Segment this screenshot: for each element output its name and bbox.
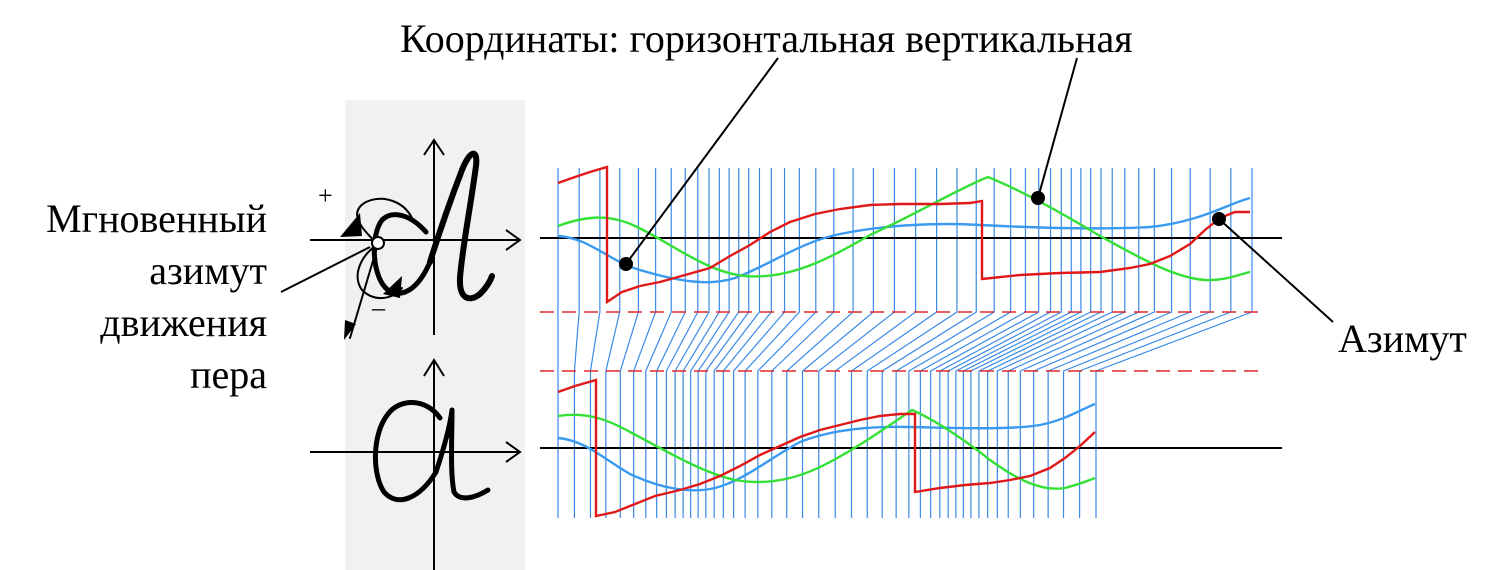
sample-line [978, 168, 1102, 518]
bottom-azimuth-curve [557, 378, 1096, 518]
sample-line [705, 168, 750, 518]
sample-line [1033, 168, 1173, 518]
sample-line [786, 168, 854, 518]
azimuth-pointer-line [1218, 218, 1334, 323]
plus-sign-label: + [318, 181, 333, 210]
sample-line [970, 168, 1092, 518]
sample-line [908, 168, 1012, 518]
sample-line [697, 168, 740, 518]
sample-line [633, 168, 657, 518]
bottom-letter-axes [310, 358, 522, 570]
sample-line [818, 168, 895, 518]
sample-line [987, 168, 1113, 518]
sample-line [656, 168, 686, 518]
top-azimuth-curve [557, 165, 1250, 305]
minus-sign-label: – [371, 293, 386, 322]
sample-line [744, 168, 800, 518]
sample-line [674, 168, 710, 518]
instant-azimuth-label-line-3: движения [100, 300, 267, 345]
sample-line [834, 168, 917, 518]
direction-arrowhead [344, 320, 356, 340]
sample-line [619, 168, 640, 518]
instant-azimuth-pointer-line [280, 246, 371, 293]
sample-line [589, 168, 601, 518]
sample-line [930, 168, 1040, 518]
sample-line [771, 168, 835, 518]
instant-azimuth-label-line-1: Мгновенный [46, 196, 267, 241]
sample-line [1095, 168, 1253, 518]
sample-line [962, 168, 1082, 518]
sample-line [1062, 168, 1211, 518]
sample-line [919, 168, 1027, 518]
sample-line [605, 168, 621, 518]
top-vertical-coordinate-curve [557, 175, 1251, 282]
sample-line [1007, 168, 1140, 518]
sample-line [947, 168, 1062, 518]
sample-line [996, 168, 1126, 518]
sample-line [801, 168, 874, 518]
bottom-horizontal-coordinate-curve [557, 402, 1096, 492]
instant-azimuth-label-line-4: пера [190, 352, 267, 397]
vertical-coordinate-pointer-line [1037, 57, 1078, 199]
sample-line [713, 168, 761, 518]
sample-line [1078, 168, 1232, 518]
horizontal-coordinate-pointer-line [625, 57, 779, 265]
coordinates-label: Координаты: горизонтальная вертикальная [400, 16, 1133, 61]
sample-line [939, 168, 1052, 518]
top-arrowhead-minus [383, 276, 402, 298]
instant-azimuth-label-line-2: азимут [149, 248, 267, 293]
sample-line [1019, 168, 1155, 518]
sample-line [955, 168, 1072, 518]
top-handwritten-letter-a [349, 150, 495, 339]
sample-lines [557, 168, 1253, 518]
top-letter-axes [310, 138, 522, 335]
sample-line [850, 168, 938, 518]
sample-line [690, 168, 730, 518]
bottom-vertical-coordinate-curve [557, 408, 1096, 490]
sample-line [665, 168, 699, 518]
pen-position-point [371, 236, 385, 250]
sample-line [866, 168, 958, 518]
azimuth-label: Азимут [1338, 316, 1467, 361]
sample-line [881, 168, 977, 518]
sample-line [682, 168, 720, 518]
sample-line [757, 168, 817, 518]
sample-line [722, 168, 772, 518]
sample-line [573, 168, 580, 518]
top-horizontal-coordinate-curve [557, 196, 1251, 284]
top-arrowhead-plus [340, 213, 362, 237]
sample-line [733, 168, 786, 518]
bottom-handwritten-letter-a [373, 400, 491, 503]
